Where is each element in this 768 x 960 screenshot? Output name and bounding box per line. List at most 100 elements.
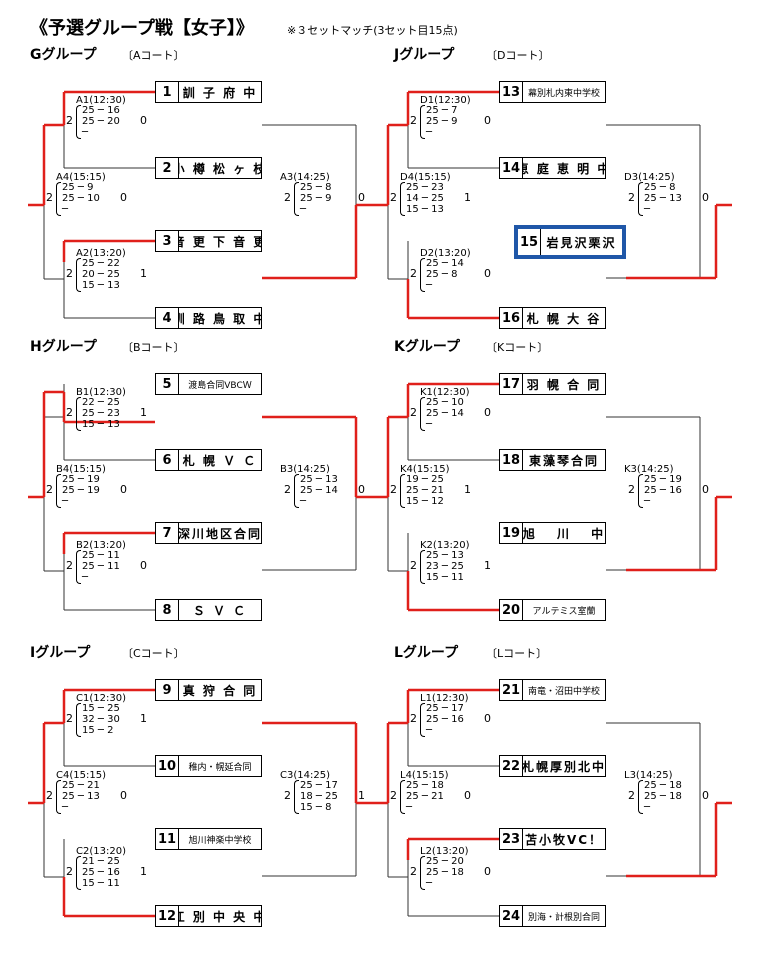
team-box[interactable]: 12江 別 中 央 中: [155, 905, 262, 927]
team-number: 14: [500, 158, 523, 178]
score-brace: [420, 105, 425, 139]
score-brace: [76, 703, 81, 737]
team-name: 岩見沢栗沢: [546, 235, 617, 250]
group-bracket: Gグループ〔Aコート〕1訓 子 府 中2小 樽 松 ヶ 枝3音 更 下 音 更4…: [0, 0, 384, 329]
sets-won-right: 0: [120, 789, 127, 802]
sets-won-left: 2: [46, 191, 53, 204]
team-number: 16: [500, 308, 523, 328]
team-name: 釧 路 鳥 取 中: [179, 311, 261, 326]
team-box[interactable]: 8 Ｓ Ｖ Ｃ: [155, 599, 262, 621]
team-box[interactable]: 3音 更 下 音 更: [155, 230, 262, 252]
set-score: 25 ─ 16: [82, 867, 120, 878]
team-name: Ｓ Ｖ Ｃ: [192, 603, 248, 618]
team-number: 1: [156, 82, 179, 102]
team-name: 札 幌 Ｖ Ｃ: [182, 453, 258, 468]
set-score: 25 ─ 7: [426, 105, 458, 116]
sets-won-left: 2: [628, 789, 635, 802]
team-name: 渡島合同VBCＷ: [188, 380, 252, 391]
set-score: 25 ─ 14: [300, 485, 338, 496]
set-score: ─: [426, 878, 433, 889]
team-number: 4: [156, 308, 179, 328]
match-id: B4(15:15): [56, 464, 106, 475]
set-score: 25 ─ 17: [300, 780, 338, 791]
set-score: 32 ─ 30: [82, 714, 120, 725]
score-brace: [420, 397, 425, 431]
set-score: 25 ─ 21: [406, 791, 444, 802]
match-id: L4(15:15): [400, 770, 449, 781]
team-number: 20: [500, 600, 523, 620]
bracket-lines: [28, 384, 372, 611]
sets-won-right: 1: [464, 191, 471, 204]
score-brace: [76, 856, 81, 890]
set-score: 22 ─ 25: [82, 397, 120, 408]
match-id: B2(13:20): [76, 540, 126, 551]
set-score: 25 ─ 22: [82, 258, 120, 269]
set-score: 23 ─ 25: [426, 561, 464, 572]
set-score: 25 ─ 10: [62, 193, 100, 204]
set-score: 19 ─ 25: [406, 474, 444, 485]
set-score: 25 ─ 13: [644, 193, 682, 204]
set-score: ─: [62, 496, 69, 507]
set-score: ─: [426, 725, 433, 736]
set-score: 25 ─ 13: [426, 550, 464, 561]
match-id: B3(14:25): [280, 464, 330, 475]
team-box[interactable]: 2小 樽 松 ヶ 枝: [155, 157, 262, 179]
sets-won-left: 2: [628, 191, 635, 204]
group-bracket: Jグループ〔Dコート〕13幕別札内東中学校14恵 庭 恵 明 中15岩見沢栗沢1…: [372, 0, 768, 329]
court-label: 〔Bコート〕: [122, 341, 185, 354]
score-brace: [56, 474, 61, 508]
team-name: 小 樽 松 ヶ 枝: [179, 161, 261, 176]
set-score: 15 ─ 25: [82, 703, 120, 714]
match-id: K3(14:25): [624, 464, 674, 475]
team-name: 深川地区合同: [179, 526, 261, 541]
set-score: 25 ─ 18: [406, 780, 444, 791]
set-score: 15 ─ 12: [406, 496, 444, 507]
sets-won-right: 0: [484, 712, 491, 725]
team-box[interactable]: 14恵 庭 恵 明 中: [499, 157, 606, 179]
sets-won-right: 0: [358, 191, 365, 204]
sets-won-right: 1: [140, 865, 147, 878]
sets-won-right: 0: [120, 483, 127, 496]
set-score: 15 ─ 2: [82, 725, 114, 736]
set-score: 15 ─ 11: [426, 572, 464, 583]
team-name: 札 幌 大 谷: [526, 311, 602, 326]
group-bracket: Iグループ〔Cコート〕9真 狩 合 同10稚内・幌延合同11旭川神楽中学校12江…: [0, 598, 384, 927]
set-score: 25 ─ 23: [82, 408, 120, 419]
team-number: 6: [156, 450, 179, 470]
set-score: ─: [300, 204, 307, 215]
rules-note: ※３セットマッチ(3セット目15点): [287, 24, 458, 37]
match-id: C2(13:20): [76, 846, 126, 857]
set-score: 25 ─ 16: [644, 485, 682, 496]
sets-won-left: 2: [66, 712, 73, 725]
sets-won-left: 2: [66, 406, 73, 419]
sets-won-left: 2: [410, 865, 417, 878]
team-name: 恵 庭 恵 明 中: [523, 161, 605, 176]
score-brace: [56, 780, 61, 814]
team-number: 8: [156, 600, 179, 620]
set-score: ─: [82, 127, 89, 138]
team-box[interactable]: 4釧 路 鳥 取 中: [155, 307, 262, 329]
sets-won-right: 1: [464, 483, 471, 496]
team-number: 12: [156, 906, 179, 926]
set-score: ─: [426, 280, 433, 291]
